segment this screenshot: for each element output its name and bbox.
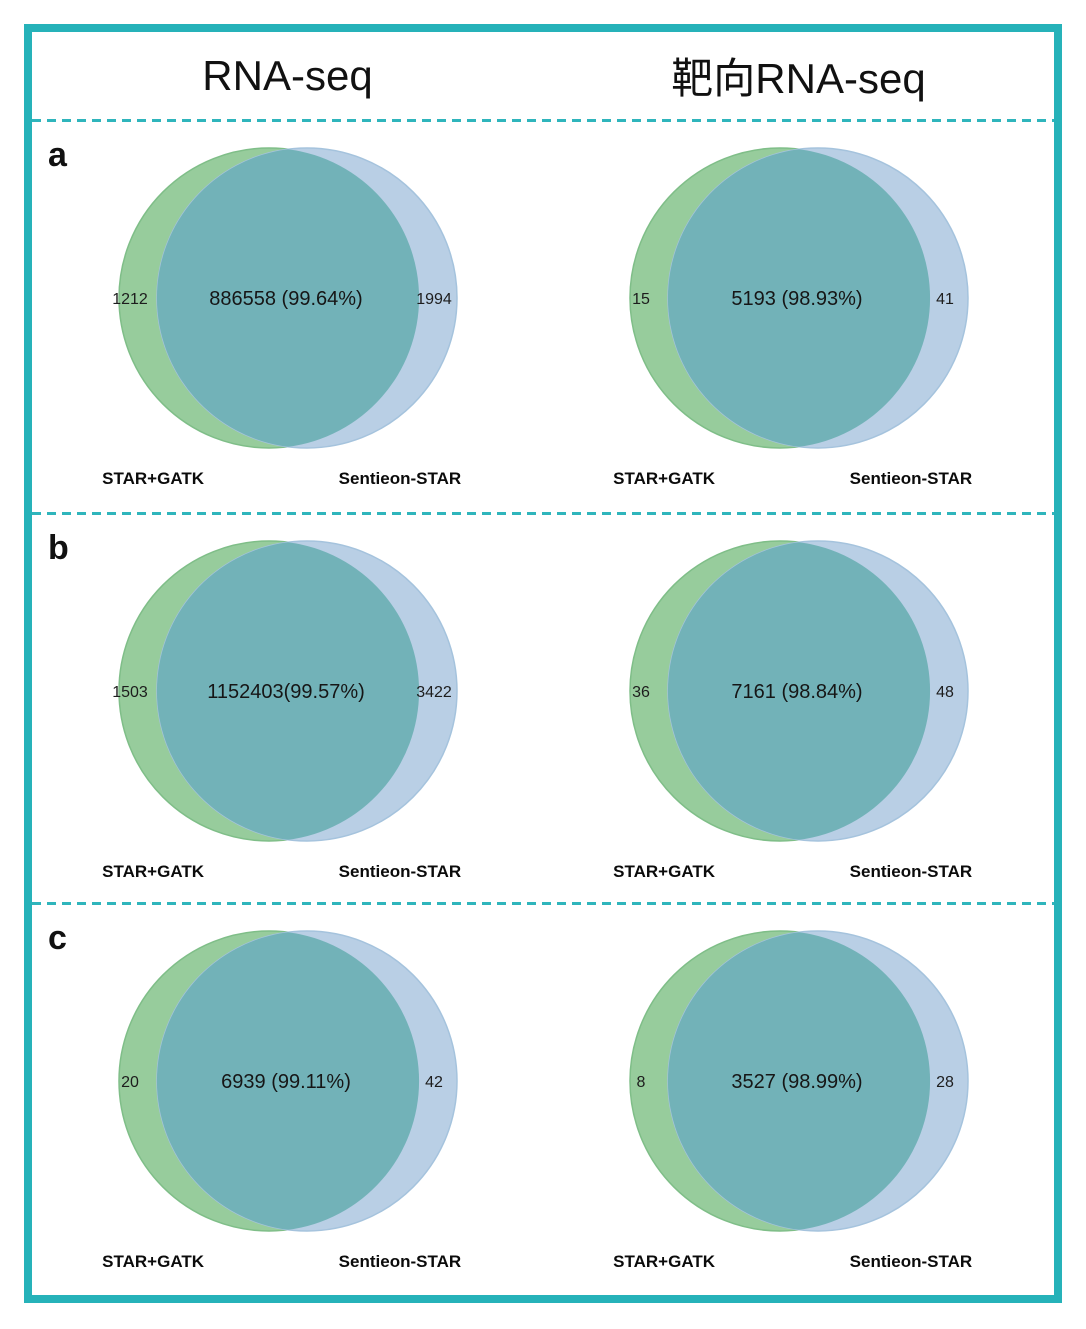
venn-cell-a-targeted: 15 5193 (98.93%) 41 STAR+GATK Sentieon-S… — [543, 122, 1054, 512]
right-only-count: 3422 — [416, 684, 452, 701]
dashed-separator — [32, 512, 1054, 515]
left-set-label: STAR+GATK — [613, 862, 716, 881]
left-only-count: 15 — [632, 291, 650, 308]
overlap-region — [156, 149, 419, 447]
figure-frame: RNA-seq 靶向RNA-seq a 1212 886558 (99.64%)… — [24, 24, 1062, 1303]
right-set-label: Sentieon-STAR — [338, 862, 462, 881]
left-only-count: 1503 — [112, 684, 148, 701]
venn-cell-b-targeted: 36 7161 (98.84%) 48 STAR+GATK Sentieon-S… — [543, 515, 1054, 902]
left-set-label: STAR+GATK — [613, 1252, 716, 1271]
venn-diagram: 1503 1152403(99.57%) 3422 — [112, 540, 458, 842]
column-title-targeted-rnaseq: 靶向RNA-seq — [671, 55, 926, 102]
left-set-label: STAR+GATK — [613, 469, 716, 488]
left-only-count: 1212 — [112, 291, 148, 308]
right-set-label: Sentieon-STAR — [849, 862, 973, 881]
column-title-rnaseq: RNA-seq — [202, 51, 373, 99]
left-only-count: 36 — [632, 684, 650, 701]
venn-cell-c-rnaseq: 20 6939 (99.11%) 42 STAR+GATK Sentieon-S… — [32, 905, 543, 1295]
venn-cell-b-rnaseq: 1503 1152403(99.57%) 3422 STAR+GATK Sent… — [32, 515, 543, 902]
panel-letter: a — [48, 136, 67, 174]
panel-letter: c — [48, 919, 67, 957]
overlap-region — [667, 932, 930, 1230]
left-only-count: 8 — [636, 1074, 645, 1091]
overlap-region — [667, 149, 930, 447]
overlap-region — [156, 542, 419, 840]
left-set-label: STAR+GATK — [102, 862, 205, 881]
overlap-count: 7161 (98.84%) — [731, 681, 862, 703]
right-set-label: Sentieon-STAR — [338, 469, 462, 488]
panel-c: c 20 6939 (99.11%) 42 STAR+GATK Sentieon… — [32, 905, 1054, 1295]
overlap-region — [156, 932, 419, 1230]
right-set-label: Sentieon-STAR — [338, 1252, 462, 1271]
right-only-count: 1994 — [416, 291, 452, 308]
figure-header: RNA-seq 靶向RNA-seq — [32, 32, 1054, 119]
left-set-label: STAR+GATK — [102, 1252, 205, 1271]
right-only-count: 41 — [936, 291, 954, 308]
left-set-label: STAR+GATK — [102, 469, 205, 488]
overlap-count: 1152403(99.57%) — [207, 681, 365, 703]
overlap-region — [667, 542, 930, 840]
overlap-count: 886558 (99.64%) — [209, 288, 362, 310]
dashed-separator — [32, 902, 1054, 905]
venn-diagram: 8 3527 (98.99%) 28 — [628, 930, 969, 1232]
venn-diagram: 1212 886558 (99.64%) 1994 — [112, 147, 458, 449]
panel-letter: b — [48, 529, 69, 567]
right-set-label: Sentieon-STAR — [849, 1252, 973, 1271]
dashed-separator — [32, 119, 1054, 122]
panel-a: a 1212 886558 (99.64%) 1994 STAR+GATK Se… — [32, 122, 1054, 512]
overlap-count: 6939 (99.11%) — [221, 1071, 351, 1093]
right-only-count: 28 — [936, 1074, 954, 1091]
overlap-count: 3527 (98.99%) — [731, 1071, 862, 1093]
left-only-count: 20 — [121, 1074, 139, 1091]
right-only-count: 48 — [936, 684, 954, 701]
venn-cell-c-targeted: 8 3527 (98.99%) 28 STAR+GATK Sentieon-ST… — [543, 905, 1054, 1295]
venn-cell-a-rnaseq: 1212 886558 (99.64%) 1994 STAR+GATK Sent… — [32, 122, 543, 512]
panel-b: b 1503 1152403(99.57%) 3422 STAR+GATK Se… — [32, 515, 1054, 902]
right-set-label: Sentieon-STAR — [849, 469, 973, 488]
venn-diagram: 36 7161 (98.84%) 48 — [628, 540, 969, 842]
venn-diagram: 15 5193 (98.93%) 41 — [628, 147, 969, 449]
right-only-count: 42 — [425, 1074, 443, 1091]
overlap-count: 5193 (98.93%) — [731, 288, 862, 310]
venn-diagram: 20 6939 (99.11%) 42 — [117, 930, 458, 1232]
